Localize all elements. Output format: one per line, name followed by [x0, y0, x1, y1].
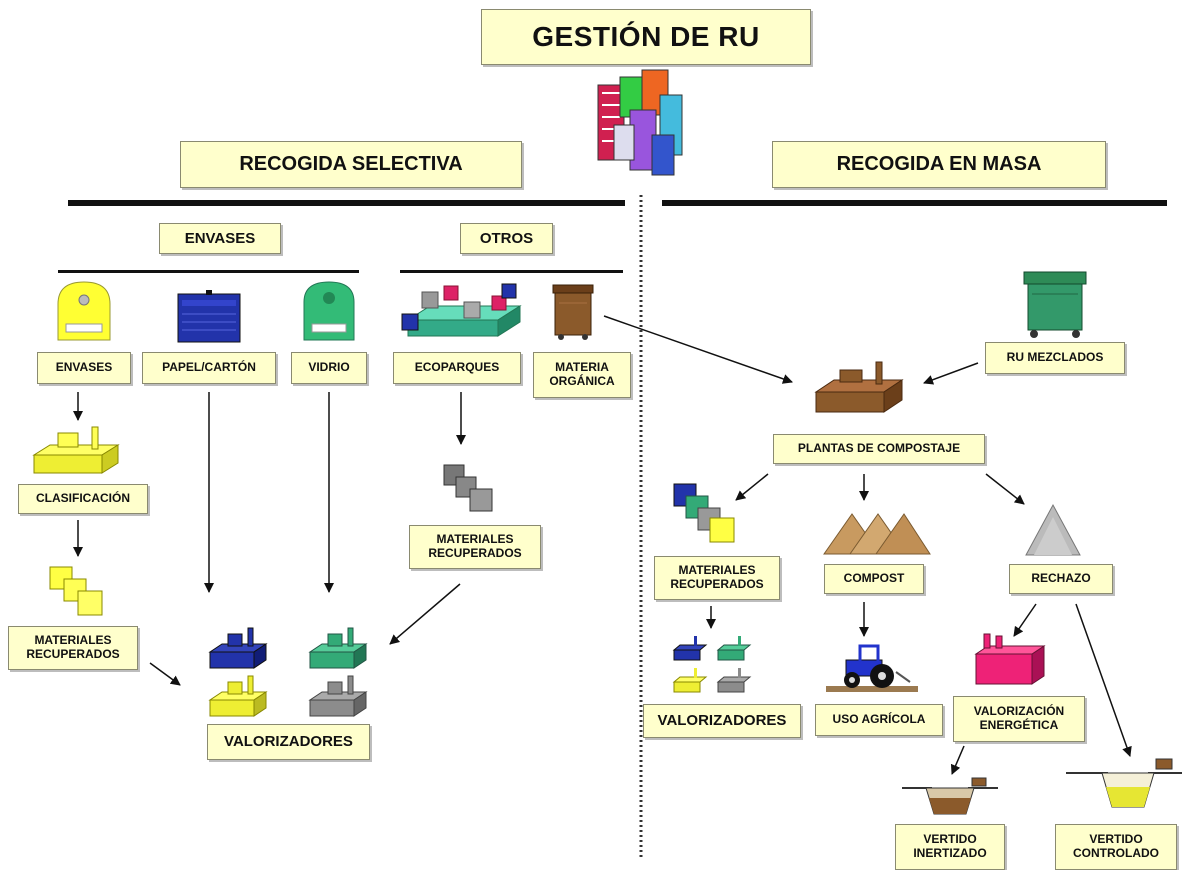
clasificacion-label: CLASIFICACIÓN	[18, 484, 148, 514]
ecoparques-label: ECOPARQUES	[393, 352, 521, 384]
divider-right	[662, 200, 1167, 206]
valorizacion-energetica-label: VALORIZACIÓN ENERGÉTICA	[953, 696, 1085, 742]
vidrio-label: VIDRIO	[291, 352, 367, 384]
arrow-ru-plantas	[923, 362, 979, 385]
plantas-compostaje-label: PLANTAS DE COMPOSTAJE	[773, 434, 985, 464]
ecoparque-icon	[401, 283, 522, 337]
compost-plant-icon	[814, 361, 904, 413]
clasificacion-factory-icon	[32, 426, 120, 474]
envases-heading: ENVASES	[159, 223, 281, 254]
envases-rule	[58, 270, 359, 273]
valorizadores-right-icon	[672, 636, 752, 693]
materiales-recuperados-right-label: MATERIALES RECUPERADOS	[654, 556, 780, 600]
papel-carton-label: PAPEL/CARTÓN	[142, 352, 276, 384]
materiales-recuperados-left-label: MATERIALES RECUPERADOS	[8, 626, 138, 670]
energy-plant-icon	[974, 633, 1046, 685]
landfill-controlado-icon	[1066, 758, 1182, 808]
yellow-container-icon	[57, 281, 111, 341]
otros-heading: OTROS	[460, 223, 553, 254]
arrow-plantas-rechazo	[985, 473, 1025, 505]
arrow-valorizacion-inertizado	[950, 745, 965, 775]
arrow-organica-plantas	[603, 315, 793, 384]
vertido-controlado-label: VERTIDO CONTROLADO	[1055, 824, 1177, 870]
green-container-icon	[303, 281, 355, 341]
arrow-materiales-valorizadores	[389, 583, 461, 645]
green-dumpster-icon	[1023, 271, 1087, 338]
vertido-inertizado-label: VERTIDO INERTIZADO	[895, 824, 1005, 870]
yellow-cubes-icon	[49, 566, 103, 616]
uso-agricola-label: USO AGRÍCOLA	[815, 704, 943, 736]
organic-container-icon	[552, 284, 594, 340]
valorizadores-left-label: VALORIZADORES	[207, 724, 370, 760]
city-buildings-icon	[597, 69, 683, 176]
materia-organica-label: MATERIA ORGÁNICA	[533, 352, 631, 398]
landfill-inertizado-icon	[902, 777, 998, 815]
blue-container-icon	[177, 290, 241, 343]
gray-cubes-icon	[443, 464, 493, 512]
compost-label: COMPOST	[824, 564, 924, 594]
colored-cubes-icon	[673, 483, 735, 543]
materiales-recuperados-mid-label: MATERIALES RECUPERADOS	[409, 525, 541, 569]
valorizadores-right-label: VALORIZADORES	[643, 704, 801, 738]
otros-rule	[400, 270, 623, 273]
page-title: GESTIÓN DE RU	[481, 9, 811, 65]
rechazo-label: RECHAZO	[1009, 564, 1113, 594]
ru-mezclados-label: RU MEZCLADOS	[985, 342, 1125, 374]
divider-left	[68, 200, 625, 206]
envases-label: ENVASES	[37, 352, 131, 384]
recogida-en-masa-heading: RECOGIDA EN MASA	[772, 141, 1106, 188]
tractor-icon	[826, 644, 918, 692]
arrow-materiales-left-valorizadores	[149, 662, 181, 686]
recogida-selectiva-heading: RECOGIDA SELECTIVA	[180, 141, 522, 188]
compost-piles-icon	[823, 513, 931, 555]
rechazo-pile-icon	[1025, 503, 1081, 556]
valorizadores-left-icon	[208, 627, 368, 717]
